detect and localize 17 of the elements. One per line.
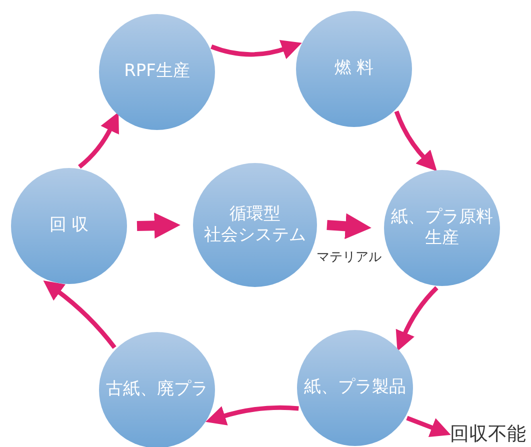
arrow	[396, 286, 438, 352]
arrow	[394, 110, 437, 172]
arrow	[136, 212, 180, 239]
circle-label: 古紙、廃プラ	[106, 379, 208, 401]
arrow	[326, 213, 372, 240]
arrow	[205, 405, 299, 426]
circle-label: RPF生産	[124, 61, 190, 83]
arrow	[210, 40, 302, 60]
circle-label: 紙、プラ製品	[304, 377, 406, 399]
circle-label: 回 収	[49, 215, 89, 237]
outcome-text: 回収不能	[450, 421, 526, 447]
arrow	[406, 416, 451, 438]
arrow	[78, 112, 119, 169]
arrow	[43, 280, 116, 349]
circle-label: 燃 料	[334, 58, 374, 80]
circle-label: 循環型社会システム	[203, 204, 307, 246]
circle-label: 紙、プラ原料生産	[390, 206, 494, 250]
